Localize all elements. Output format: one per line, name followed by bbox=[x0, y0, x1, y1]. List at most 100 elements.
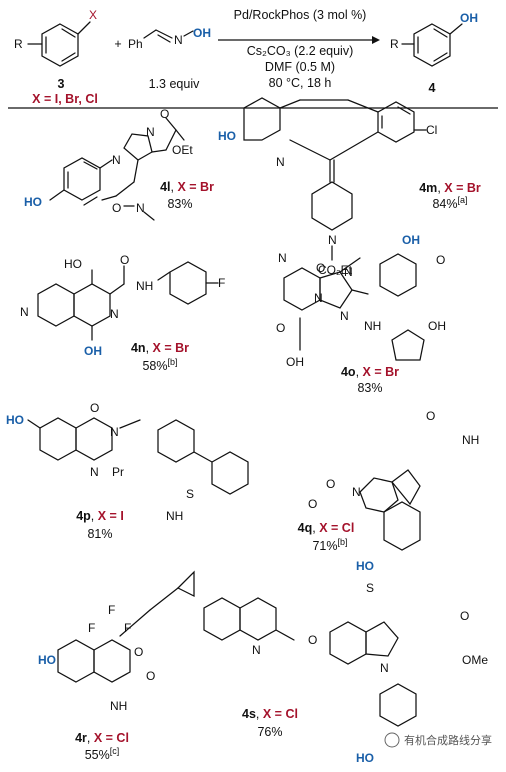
svg-text:N: N bbox=[328, 233, 337, 247]
yield-4r: 55%[c] bbox=[85, 746, 120, 762]
svg-text:F: F bbox=[108, 603, 115, 617]
svg-text:NH: NH bbox=[136, 279, 153, 293]
svg-text:O: O bbox=[316, 261, 325, 275]
svg-text:O: O bbox=[326, 477, 335, 491]
phenol-product-structure: OH R bbox=[390, 11, 478, 67]
svg-text:O: O bbox=[460, 609, 469, 623]
svg-text:N: N bbox=[136, 201, 145, 215]
structure-4q: O O N NH O HO bbox=[308, 409, 479, 573]
svg-text:S: S bbox=[186, 487, 194, 501]
oxime-structure: Ph N OH bbox=[128, 26, 211, 51]
condition-temperature: 80 °C, 18 h bbox=[269, 76, 332, 90]
svg-text:O: O bbox=[436, 253, 445, 267]
svg-text:O: O bbox=[120, 253, 129, 267]
svg-text:N: N bbox=[112, 153, 121, 167]
structure-4r: HO O O NH F F F bbox=[38, 570, 195, 713]
atom-x: X bbox=[89, 8, 97, 22]
svg-text:F: F bbox=[218, 276, 225, 290]
svg-text:OH: OH bbox=[460, 11, 478, 25]
yield-4l: 83% bbox=[167, 197, 192, 211]
svg-text:F: F bbox=[88, 621, 95, 635]
svg-text:O: O bbox=[426, 409, 435, 423]
svg-text:N: N bbox=[90, 465, 99, 479]
label-4n: 4n, X = Br bbox=[131, 341, 189, 355]
svg-text:OH: OH bbox=[428, 319, 446, 333]
svg-text:NH: NH bbox=[462, 433, 479, 447]
svg-text:R: R bbox=[390, 37, 399, 51]
structure-4p: HO O N N Pr S NH bbox=[6, 401, 249, 523]
svg-text:N: N bbox=[110, 425, 119, 439]
svg-text:N: N bbox=[352, 485, 361, 499]
svg-text:OEt: OEt bbox=[172, 143, 193, 157]
svg-text:N: N bbox=[380, 661, 389, 675]
condition-solvent: DMF (0.5 M) bbox=[265, 60, 335, 74]
label-4l: 4l, X = Br bbox=[160, 180, 214, 194]
svg-text:HO: HO bbox=[64, 257, 82, 271]
svg-text:N: N bbox=[340, 309, 349, 323]
svg-text:O: O bbox=[308, 497, 317, 511]
svg-text:O: O bbox=[90, 401, 99, 415]
svg-text:NH: NH bbox=[364, 319, 381, 333]
svg-text:NH: NH bbox=[110, 699, 127, 713]
svg-text:O: O bbox=[134, 645, 143, 659]
yield-4m: 84%[a] bbox=[432, 195, 467, 211]
svg-text:HO: HO bbox=[6, 413, 24, 427]
svg-text:N: N bbox=[146, 125, 155, 139]
condition-catalyst: Pd/RockPhos (3 mol %) bbox=[234, 8, 367, 22]
reaction-arrow bbox=[218, 36, 380, 44]
aryl-halide-structure: X R bbox=[14, 8, 97, 67]
svg-text:O: O bbox=[276, 321, 285, 335]
svg-text:OMe: OMe bbox=[462, 653, 488, 667]
svg-text:NH: NH bbox=[166, 509, 183, 523]
condition-base: Cs₂CO₃ (2.2 equiv) bbox=[247, 44, 354, 58]
watermark-text: 有机合成路线分享 bbox=[404, 733, 492, 747]
svg-text:N: N bbox=[174, 33, 183, 47]
yield-4n: 58%[b] bbox=[142, 357, 177, 373]
svg-text:HO: HO bbox=[24, 195, 42, 209]
halogen-label: X = I, Br, Cl bbox=[32, 92, 98, 106]
label-4q: 4q, X = Cl bbox=[298, 521, 355, 535]
label-4m: 4m, X = Br bbox=[419, 181, 481, 195]
label-4s: 4s, X = Cl bbox=[242, 707, 298, 721]
structure-4o: N O O N N NH OH OH O N OH bbox=[276, 233, 446, 369]
svg-text:F: F bbox=[124, 621, 131, 635]
svg-text:N: N bbox=[314, 291, 323, 305]
atom-r: R bbox=[14, 37, 23, 51]
svg-text:HO: HO bbox=[356, 559, 374, 573]
svg-text:S: S bbox=[366, 581, 374, 595]
svg-text:O: O bbox=[308, 633, 317, 647]
label-4r: 4r, X = Cl bbox=[75, 731, 129, 745]
svg-text:CO₂Et: CO₂Et bbox=[318, 263, 353, 277]
svg-text:N: N bbox=[110, 307, 119, 321]
svg-text:N: N bbox=[20, 305, 29, 319]
svg-text:OH: OH bbox=[402, 233, 420, 247]
svg-text:N: N bbox=[276, 155, 285, 169]
yield-4s: 76% bbox=[257, 725, 282, 739]
svg-text:HO: HO bbox=[356, 751, 374, 765]
structure-4n: N N HO OH O NH F bbox=[20, 253, 225, 358]
svg-text:HO: HO bbox=[38, 653, 56, 667]
svg-text:N: N bbox=[252, 643, 261, 657]
svg-text:O: O bbox=[112, 201, 121, 215]
structure-4s: N O S N O OMe HO bbox=[203, 581, 488, 765]
equiv-label: 1.3 equiv bbox=[149, 77, 200, 91]
yield-4o: 83% bbox=[357, 381, 382, 395]
svg-text:N: N bbox=[278, 251, 287, 265]
svg-text:OH: OH bbox=[84, 344, 102, 358]
yield-4p: 81% bbox=[87, 527, 112, 541]
svg-text:Cl: Cl bbox=[426, 123, 437, 137]
svg-text:OH: OH bbox=[286, 355, 304, 369]
plus-sign: + bbox=[114, 37, 121, 51]
svg-text:O: O bbox=[160, 107, 169, 121]
svg-text:OH: OH bbox=[193, 26, 211, 40]
structure-4m: N HO Cl N CO₂Et bbox=[218, 97, 437, 277]
svg-text:O: O bbox=[146, 669, 155, 683]
structure-4l: HO N N O OEt O N bbox=[24, 107, 193, 221]
label-4o: 4o, X = Br bbox=[341, 365, 399, 379]
reactant-label: 3 bbox=[58, 77, 65, 91]
label-4p: 4p, X = I bbox=[76, 509, 124, 523]
svg-text:HO: HO bbox=[218, 129, 236, 143]
svg-text:Ph: Ph bbox=[128, 37, 143, 51]
product-label: 4 bbox=[429, 81, 436, 95]
